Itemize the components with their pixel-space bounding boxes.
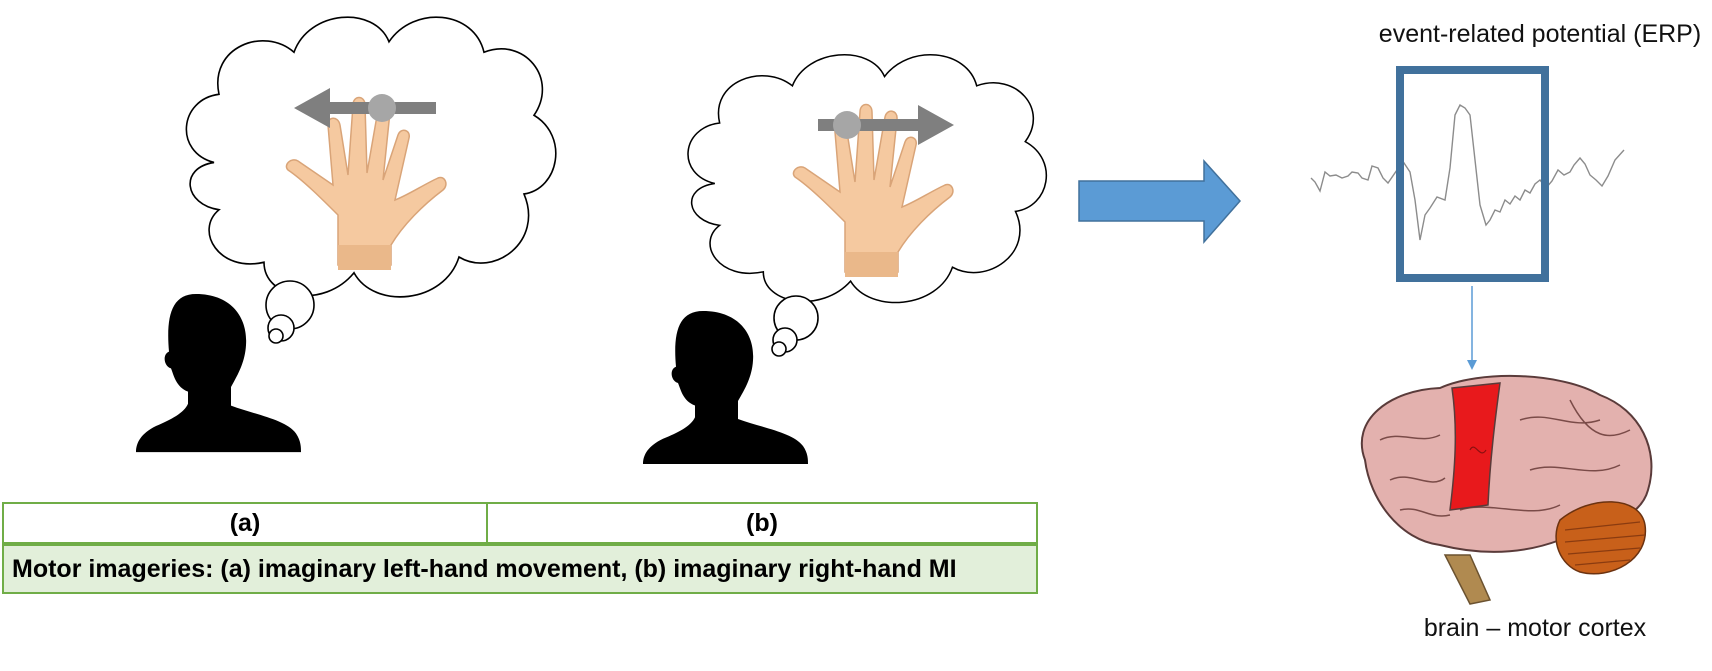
thought-bubbles-a — [265, 280, 315, 344]
brain-illustration — [1360, 374, 1653, 605]
table-caption-row: Motor imageries: (a) imaginary left-hand… — [2, 543, 1038, 594]
erp-title: event-related potential (ERP) — [1378, 20, 1702, 48]
flow-arrow-icon — [1078, 159, 1242, 244]
right-arrow-icon — [818, 105, 954, 145]
thin-arrow-icon — [1467, 286, 1477, 370]
header-cell-b: (b) — [486, 502, 1038, 545]
header-cell-a: (a) — [2, 502, 488, 545]
motor-imagery-table: (a) (b) Motor imageries: (a) imaginary l… — [2, 502, 1038, 594]
erp-highlight-box — [1396, 66, 1549, 282]
table-caption: Motor imageries: (a) imaginary left-hand… — [2, 543, 1038, 594]
erp-waveform — [1310, 104, 1625, 241]
left-arrow-icon — [294, 88, 436, 128]
brain-label: brain – motor cortex — [1423, 614, 1647, 642]
table-header-row: (a) (b) — [2, 502, 1038, 545]
thought-bubbles-b — [771, 295, 819, 357]
